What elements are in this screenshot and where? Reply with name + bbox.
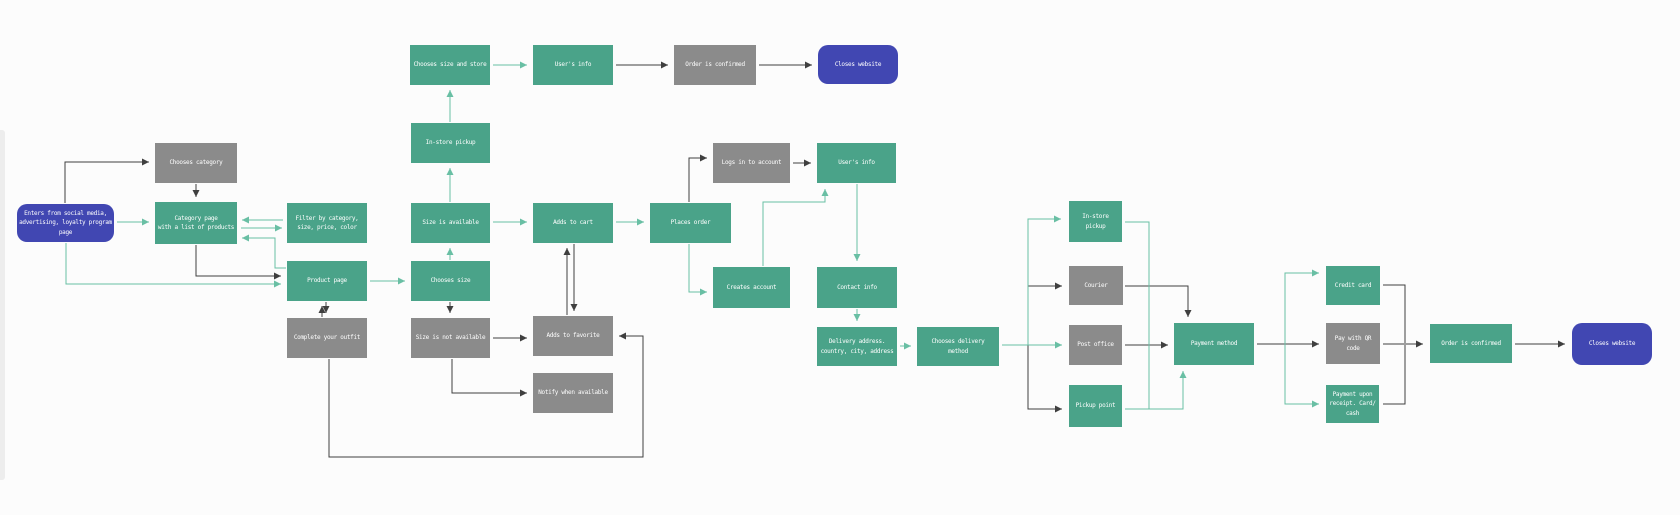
node-label: Adds to favorite <box>546 332 600 340</box>
node-label: Filter by category, size, price, color <box>295 214 359 231</box>
node-label: Closes website <box>834 60 882 68</box>
edge-chooses-delivery-method-to-in-store-pickup-right <box>1027 215 1061 345</box>
post-office-node[interactable]: Post office <box>1069 325 1122 365</box>
node-label: Enters from social media, advertising, l… <box>19 210 112 236</box>
edge-courier-to-payment-method <box>1125 285 1192 317</box>
edge-credit-card-to-order-confirmed-final <box>1383 284 1406 343</box>
order-confirmed-final-node[interactable]: Order is confirmed <box>1430 324 1512 363</box>
edge-places-order-to-logs-in-to-account <box>688 154 707 202</box>
payment-method-node[interactable]: Payment method <box>1174 323 1254 365</box>
edge-payment-upon-receipt-to-order-confirmed-final <box>1383 345 1406 405</box>
closes-website-final-node[interactable]: Closes website <box>1572 323 1652 365</box>
enters-from-social-node[interactable]: Enters from social media, advertising, l… <box>17 204 114 242</box>
logs-in-to-account-node[interactable]: Logs in to account <box>713 143 790 183</box>
in-store-pickup-right-node[interactable]: In-store pickup <box>1069 201 1122 242</box>
node-label: Courier <box>1084 281 1108 289</box>
node-label: Pay with QR code <box>1334 335 1372 352</box>
notify-when-available-node[interactable]: Notify when available <box>533 373 613 413</box>
node-label: Chooses category <box>169 159 223 167</box>
node-label: Chooses delivery method <box>931 338 985 355</box>
node-label: User's info <box>554 61 592 69</box>
payment-upon-receipt-node[interactable]: Payment upon receipt. Card/ cash <box>1326 385 1379 423</box>
node-label: Credit card <box>1334 281 1372 289</box>
node-label: In-store pickup <box>425 139 476 147</box>
size-is-not-available-node[interactable]: Size is not available <box>411 318 490 358</box>
contact-info-node[interactable]: Contact info <box>817 267 897 308</box>
edge-payment-method-to-credit-card <box>1284 269 1319 344</box>
places-order-node[interactable]: Places order <box>650 203 731 243</box>
node-label: Chooses size <box>430 277 471 285</box>
complete-your-outfit-node[interactable]: Complete your outfit <box>287 318 367 358</box>
edge-pickup-point-to-payment-method <box>1125 371 1187 410</box>
node-label: User's info <box>838 159 875 167</box>
users-info-pickup-node[interactable]: User's info <box>533 45 613 85</box>
edge-enters-from-social-to-chooses-category <box>64 158 149 203</box>
node-label: Creates account <box>726 283 777 291</box>
node-label: Closes website <box>1588 340 1636 348</box>
node-label: Size is available <box>422 219 479 227</box>
pay-with-qr-code-node[interactable]: Pay with QR code <box>1326 323 1380 364</box>
chooses-category-node[interactable]: Chooses category <box>155 143 237 183</box>
node-label: Post office <box>1077 341 1114 349</box>
closes-website-pickup-node[interactable]: Closes website <box>818 45 898 84</box>
node-label: Complete your outfit <box>293 334 361 342</box>
chooses-size-and-store-node[interactable]: Chooses size and store <box>410 45 490 85</box>
edge-chooses-delivery-method-to-courier <box>1027 282 1062 345</box>
creates-account-node[interactable]: Creates account <box>713 267 790 308</box>
node-label: Product page <box>307 277 347 285</box>
node-label: Notify when available <box>538 389 608 397</box>
node-label: Category page with a list of products <box>157 214 235 231</box>
adds-to-favorite-node[interactable]: Adds to favorite <box>533 316 613 356</box>
edge-payment-method-to-payment-upon-receipt <box>1284 344 1319 408</box>
chooses-delivery-method-node[interactable]: Chooses delivery method <box>917 327 999 366</box>
product-page-node[interactable]: Product page <box>287 261 367 301</box>
credit-card-node[interactable]: Credit card <box>1326 266 1380 305</box>
chooses-size-node[interactable]: Chooses size <box>411 261 490 301</box>
node-label: Logs in to account <box>721 159 782 167</box>
node-label: Size is not available <box>415 334 486 342</box>
node-label: Order is confirmed <box>1441 339 1501 347</box>
edge-chooses-delivery-method-to-pickup-point <box>1027 345 1062 413</box>
edge-size-is-not-available-to-notify-when-available <box>451 359 527 397</box>
pickup-point-node[interactable]: Pickup point <box>1069 385 1122 427</box>
offscreen-shape <box>0 130 5 480</box>
node-label: In-store pickup <box>1082 213 1109 230</box>
courier-node[interactable]: Courier <box>1069 266 1123 305</box>
edge-product-page-to-category-page <box>242 234 286 269</box>
edge-creates-account-to-users-info-order <box>762 189 829 266</box>
edge-places-order-to-creates-account <box>688 244 707 296</box>
edge-category-page-to-product-page <box>195 245 281 280</box>
node-label: Adds to cart <box>553 219 593 227</box>
edge-enters-from-social-to-product-page <box>65 243 281 288</box>
adds-to-cart-node[interactable]: Adds to cart <box>533 203 613 243</box>
filter-by-category-node[interactable]: Filter by category, size, price, color <box>287 203 367 243</box>
node-label: Order is confirmed <box>685 61 745 69</box>
category-page-node[interactable]: Category page with a list of products <box>155 202 237 244</box>
node-label: Contact info <box>837 283 877 291</box>
node-label: Payment method <box>1190 340 1238 348</box>
size-is-available-node[interactable]: Size is available <box>411 203 490 243</box>
node-label: Pickup point <box>1075 402 1116 410</box>
users-info-order-node[interactable]: User's info <box>817 143 896 183</box>
node-label: Payment upon receipt. Card/ cash <box>1329 391 1376 417</box>
node-label: Delivery address. country, city, address <box>820 338 894 355</box>
order-confirmed-pickup-node[interactable]: Order is confirmed <box>674 45 756 85</box>
node-label: Chooses size and store <box>413 61 487 69</box>
delivery-address-node[interactable]: Delivery address. country, city, address <box>817 327 897 366</box>
node-label: Places order <box>670 219 711 227</box>
in-store-pickup-top-node[interactable]: In-store pickup <box>411 123 490 163</box>
edge-in-store-pickup-right-to-payment-method <box>1125 221 1150 409</box>
